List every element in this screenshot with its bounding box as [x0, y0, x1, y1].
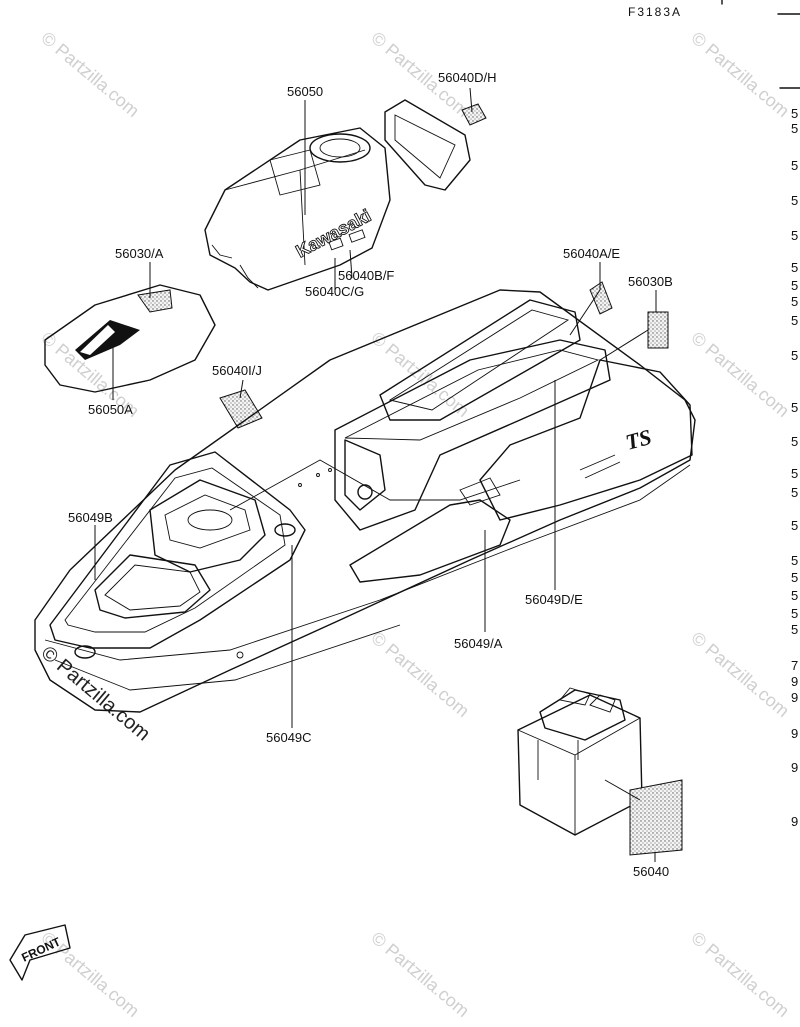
- watermark: © Partzilla.com: [687, 628, 793, 721]
- side-list-item: 9: [791, 674, 798, 689]
- side-list-item: 5: [791, 434, 798, 449]
- part-label: 56050A: [88, 402, 133, 417]
- battery: [517, 687, 683, 856]
- leader-lines: [94, 87, 657, 862]
- side-list-item: 5: [791, 570, 798, 585]
- decal-56030b: [647, 311, 669, 349]
- hull-model-text: TS: [623, 424, 654, 455]
- part-label: 56050: [287, 84, 323, 99]
- tank-cover: Kawasaki: [204, 127, 391, 291]
- side-list-item: 9: [791, 690, 798, 705]
- seat-cover: [44, 284, 216, 393]
- jet-ski-hull: TS: [34, 289, 696, 713]
- watermark: © Partzilla.com: [687, 28, 793, 121]
- part-label: 56049C: [266, 730, 312, 745]
- side-list-item: 5: [791, 553, 798, 568]
- part-label: 56030B: [628, 274, 673, 289]
- part-labels: 56050 56040D/H 56030/A 56040B/F 56040C/G…: [68, 70, 673, 879]
- part-label: 56049D/E: [525, 592, 583, 607]
- part-label: 56030/A: [115, 246, 164, 261]
- decal-56040ae: [589, 281, 613, 315]
- side-list-item: 5: [791, 294, 798, 309]
- side-list-item: 5: [791, 400, 798, 415]
- watermark-dark: © Partzilla.com: [37, 642, 154, 745]
- side-list-item: 5: [791, 466, 798, 481]
- diagram-code: F3183A: [628, 5, 682, 19]
- part-label: 56049B: [68, 510, 113, 525]
- side-list-item: 9: [791, 814, 798, 829]
- part-label: 56040I/J: [212, 363, 262, 378]
- part-label: 56040A/E: [563, 246, 620, 261]
- part-label: 56040C/G: [305, 284, 364, 299]
- side-list-item: 5: [791, 348, 798, 363]
- side-list-item: 9: [791, 760, 798, 775]
- side-list-item: 5: [791, 518, 798, 533]
- side-list-item: 5: [791, 313, 798, 328]
- watermark: © Partzilla.com: [687, 328, 793, 421]
- side-list-item: 7: [791, 658, 798, 673]
- side-list-item: 9: [791, 726, 798, 741]
- watermark: © Partzilla.com: [37, 28, 143, 121]
- side-list-item: 5: [791, 606, 798, 621]
- decal-plate-56040dh: [384, 99, 487, 191]
- watermark-layer: © Partzilla.com © Partzilla.com © Partzi…: [37, 28, 793, 1021]
- part-label: 56049/A: [454, 636, 503, 651]
- side-list-item: 5: [791, 622, 798, 637]
- watermark: © Partzilla.com: [367, 928, 473, 1021]
- part-label: 56040: [633, 864, 669, 879]
- part-label: 56040B/F: [338, 268, 394, 283]
- part-label: 56040D/H: [438, 70, 497, 85]
- side-list-item: 5: [791, 158, 798, 173]
- side-list-item: 5: [791, 260, 798, 275]
- watermark: © Partzilla.com: [687, 928, 793, 1021]
- side-list-item: 5: [791, 588, 798, 603]
- side-list-item: 5: [791, 278, 798, 293]
- side-list-item: 5: [791, 121, 798, 136]
- side-list-item: 5: [791, 485, 798, 500]
- side-list-item: 5: [791, 106, 798, 121]
- decal-56040ij: [219, 389, 263, 429]
- side-list-item: 5: [791, 228, 798, 243]
- side-list-item: 5: [791, 193, 798, 208]
